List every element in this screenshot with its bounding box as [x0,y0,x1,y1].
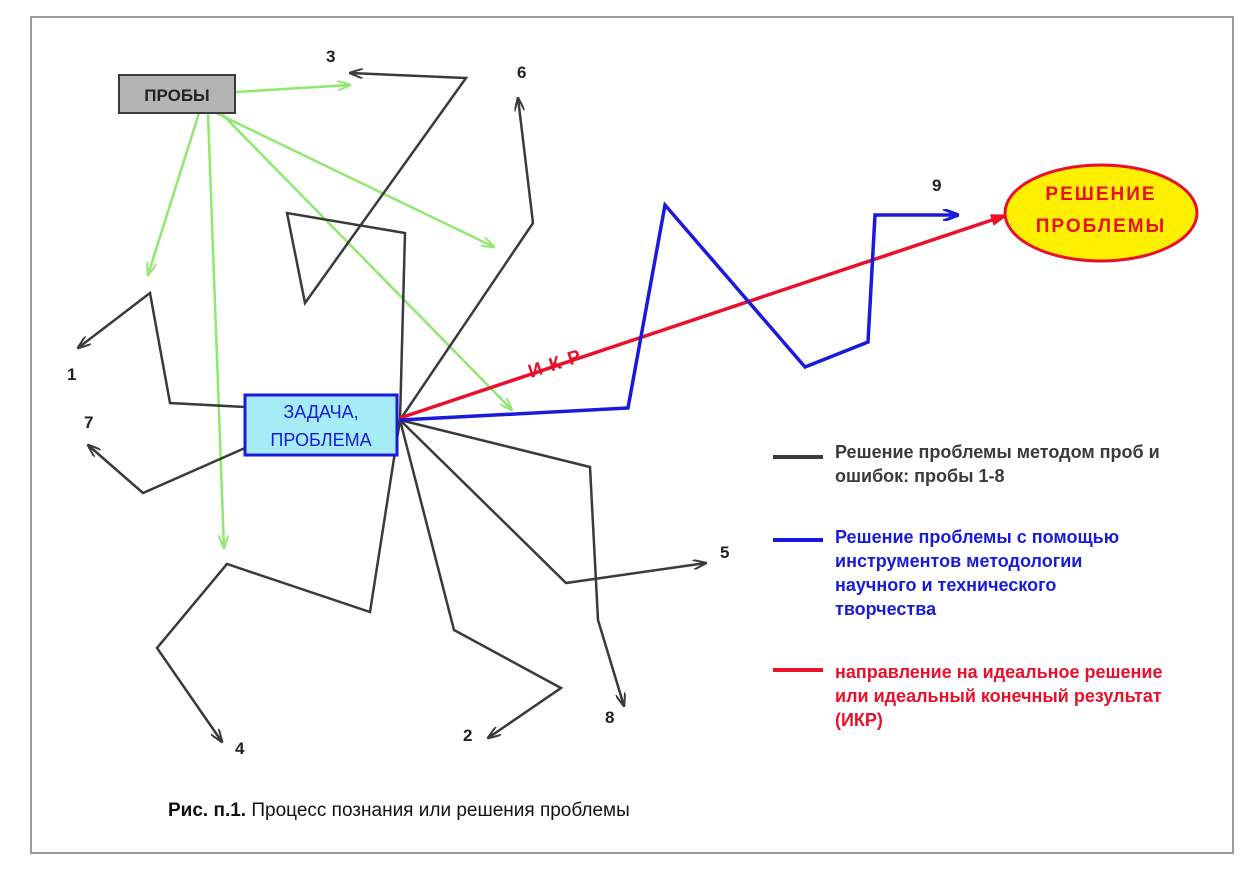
trial-path-5 [399,419,706,585]
trial-path-1 [78,290,246,409]
legend-red-text: направление на идеальное решение или иде… [835,662,1163,730]
trial-path-4 [155,419,402,742]
solution-label-line1: РЕШЕНИЕ [1045,184,1156,205]
legend-black-swatch [773,455,823,459]
legend-red-swatch [773,668,823,672]
probe-number-8: 8 [605,708,614,727]
probes-node: ПРОБЫ [118,74,236,114]
probe-arrow-to-1 [148,109,202,275]
trial-path-8 [399,418,624,706]
probe-arrow-to-4 [206,113,224,548]
probe-arrows [148,85,512,548]
trial-path-2 [398,419,564,738]
probe-numbers: 1 2 3 4 5 6 7 8 9 [67,47,941,758]
probe-number-2: 2 [463,726,472,745]
probe-number-6: 6 [517,63,526,82]
probe-arrow-to-6 [213,110,494,247]
legend-blue-text: Решение проблемы с помощью инструментов … [835,527,1120,619]
probes-label: ПРОБЫ [144,86,209,105]
probe-number-1: 1 [67,365,76,384]
probe-arrow-to-task [221,113,512,410]
figure-caption: Рис. п.1. Процесс познания или решения п… [168,800,630,822]
probe-number-5: 5 [720,543,729,562]
task-node: ЗАДАЧА, ПРОБЛЕМА [243,393,399,457]
caption-text: Процесс познания или решения проблемы [246,800,630,821]
probe-number-3: 3 [326,47,335,66]
trial-path-7 [88,445,246,495]
ikr-arrow [399,213,1009,420]
probe-number-7: 7 [84,413,93,432]
solution-node: РЕШЕНИЕ ПРОБЛЕМЫ [1003,163,1199,263]
caption-number: Рис. п.1. [168,800,247,821]
trial-path-6 [398,98,535,421]
task-label-line1: ЗАДАЧА, [283,402,358,422]
legend-black-text: Решение проблемы методом проб и ошибок: … [835,442,1160,486]
probe-number-9: 9 [932,176,941,195]
figure-frame [30,16,1234,854]
ikr-label: ИКР [526,344,591,383]
legend-blue-swatch [773,538,823,542]
task-label-line2: ПРОБЛЕМА [270,430,371,450]
probe-arrow-to-3 [235,85,350,94]
probe-number-4: 4 [235,739,245,758]
method-path [399,201,958,422]
solution-label-line2: ПРОБЛЕМЫ [1036,216,1166,237]
trial-paths [78,73,706,742]
trial-path-3 [285,73,469,421]
